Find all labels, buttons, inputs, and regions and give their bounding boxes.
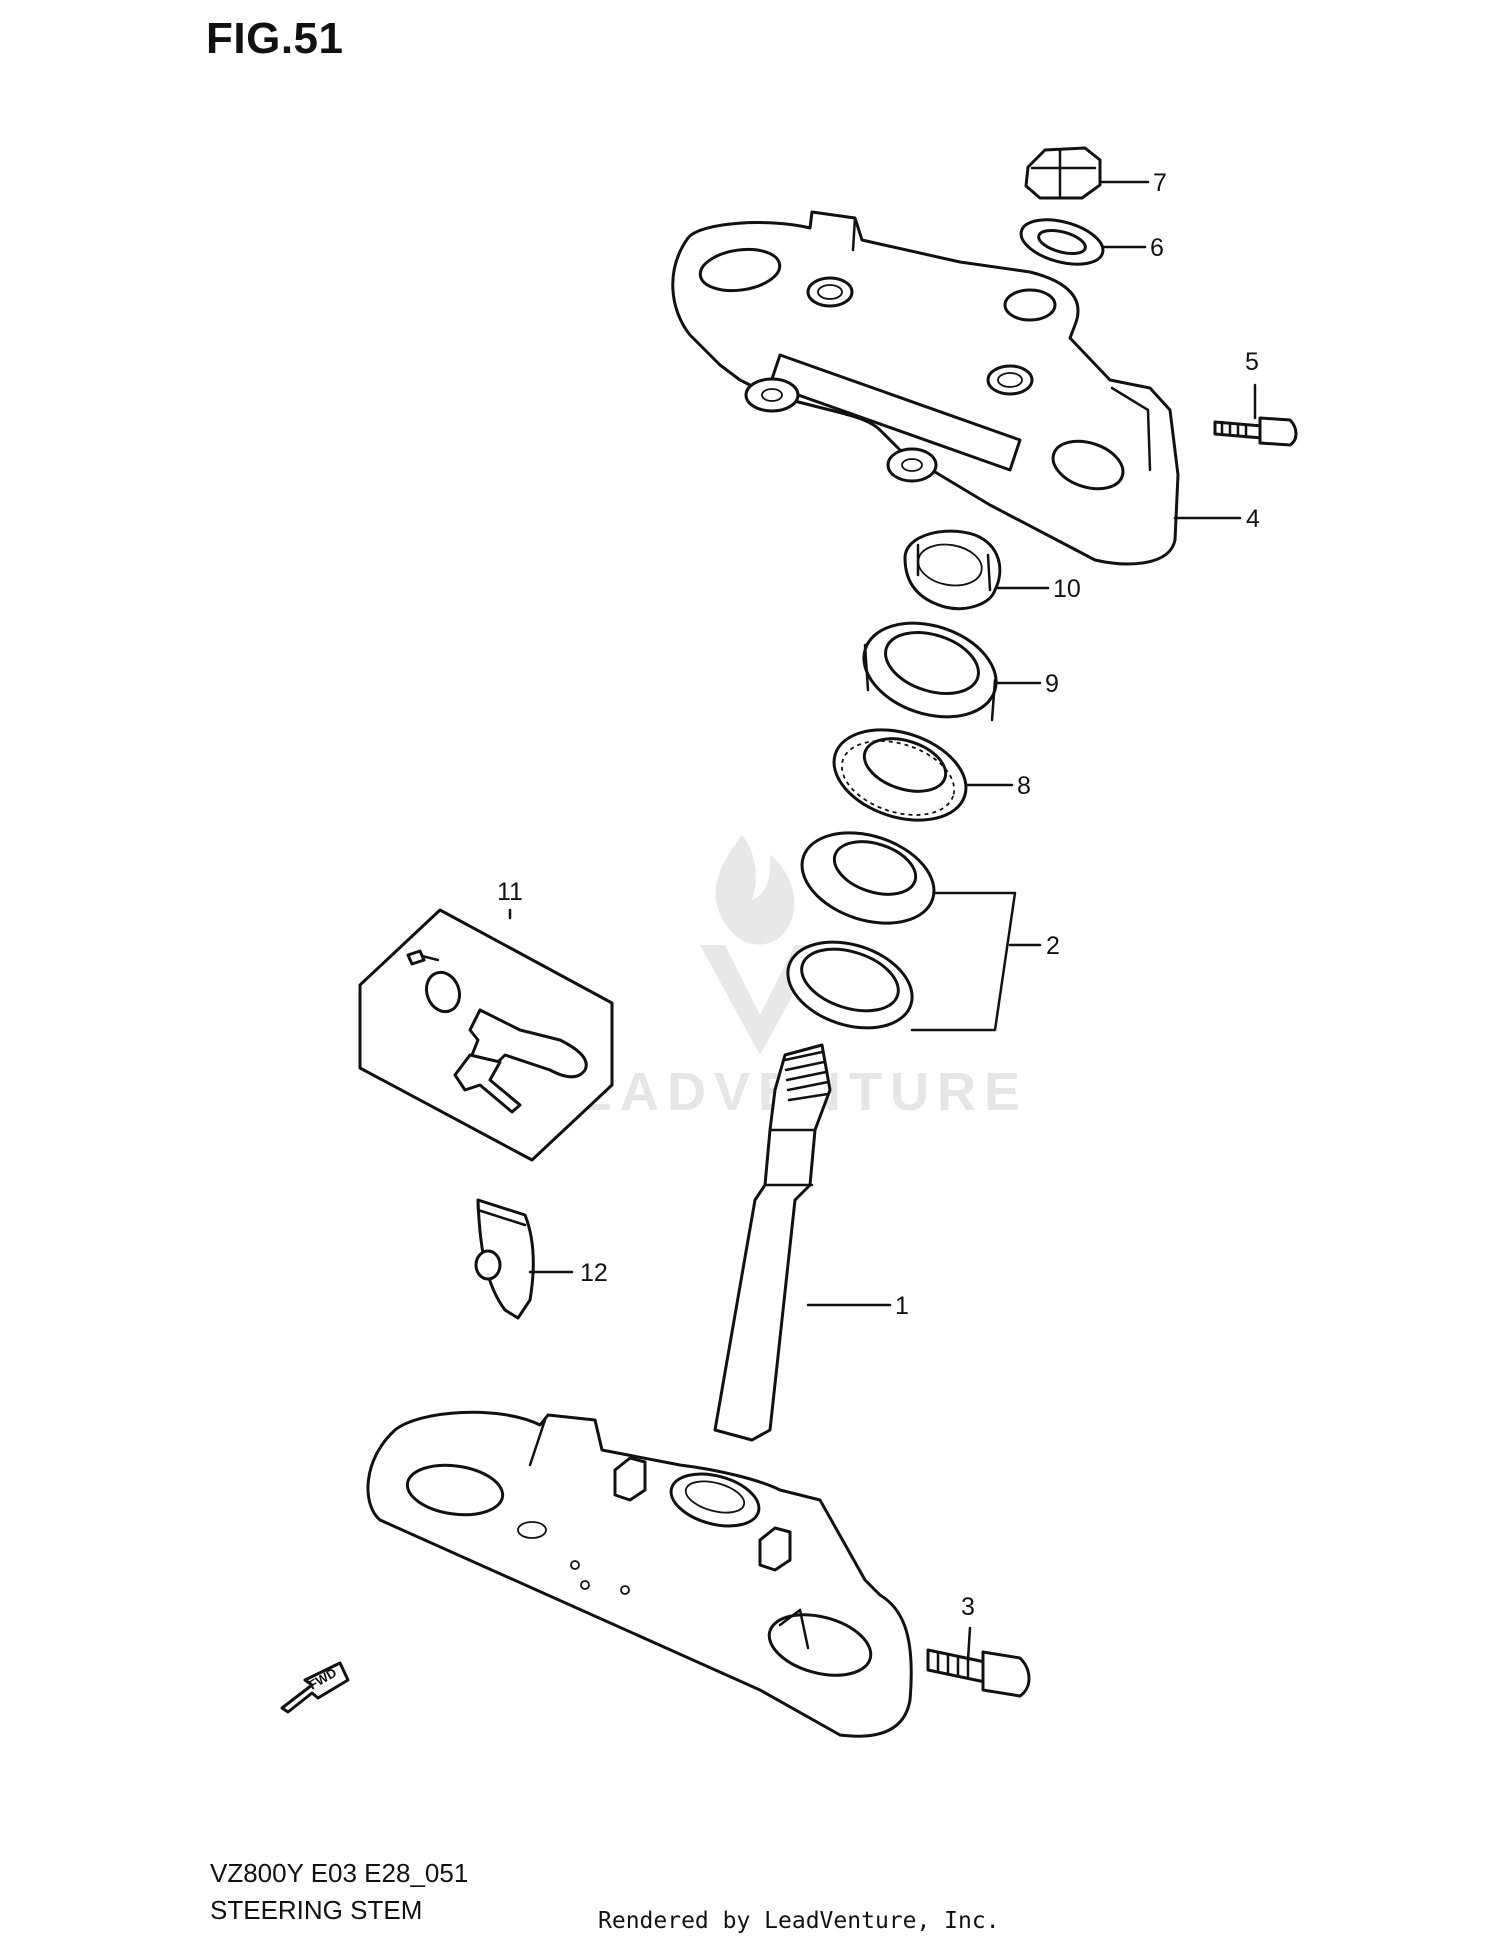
callout-7: 7 bbox=[1153, 169, 1167, 197]
leader-lines bbox=[508, 180, 1257, 1662]
callout-1: 1 bbox=[895, 1292, 909, 1320]
callout-5: 5 bbox=[1245, 348, 1259, 376]
cap-nut-part bbox=[1024, 146, 1102, 200]
bracket-bolt-part bbox=[1213, 416, 1298, 447]
bearing-set-part bbox=[786, 831, 936, 1030]
lock-nut-part bbox=[903, 529, 1002, 611]
clamp-bolt-part bbox=[926, 1648, 1031, 1698]
section-name: STEERING STEM bbox=[210, 1895, 423, 1925]
callout-8: 8 bbox=[1017, 772, 1031, 800]
callout-9: 9 bbox=[1045, 670, 1059, 698]
callout-10: 10 bbox=[1053, 575, 1081, 603]
credit-text: Rendered by LeadVenture, Inc. bbox=[598, 1908, 1000, 1934]
washer-part bbox=[1019, 218, 1105, 266]
dust-seal-part bbox=[862, 621, 998, 722]
callout-12: 12 bbox=[580, 1259, 608, 1287]
steering-lock-set-part bbox=[358, 908, 614, 1162]
model-code: VZ800Y E03 E28_051 bbox=[210, 1858, 469, 1888]
callout-4: 4 bbox=[1246, 505, 1260, 533]
figure-title: FIG.51 bbox=[206, 14, 344, 63]
callout-11: 11 bbox=[497, 878, 523, 906]
upper-bracket-part bbox=[671, 210, 1180, 566]
lock-cover-part bbox=[474, 1198, 535, 1320]
fwd-arrow-icon: FWD bbox=[280, 1661, 350, 1714]
bearing-part bbox=[832, 728, 968, 822]
callout-6: 6 bbox=[1150, 234, 1164, 262]
steering-stem-part bbox=[366, 1043, 913, 1738]
callout-3: 3 bbox=[961, 1593, 975, 1621]
callout-2: 2 bbox=[1046, 932, 1060, 960]
